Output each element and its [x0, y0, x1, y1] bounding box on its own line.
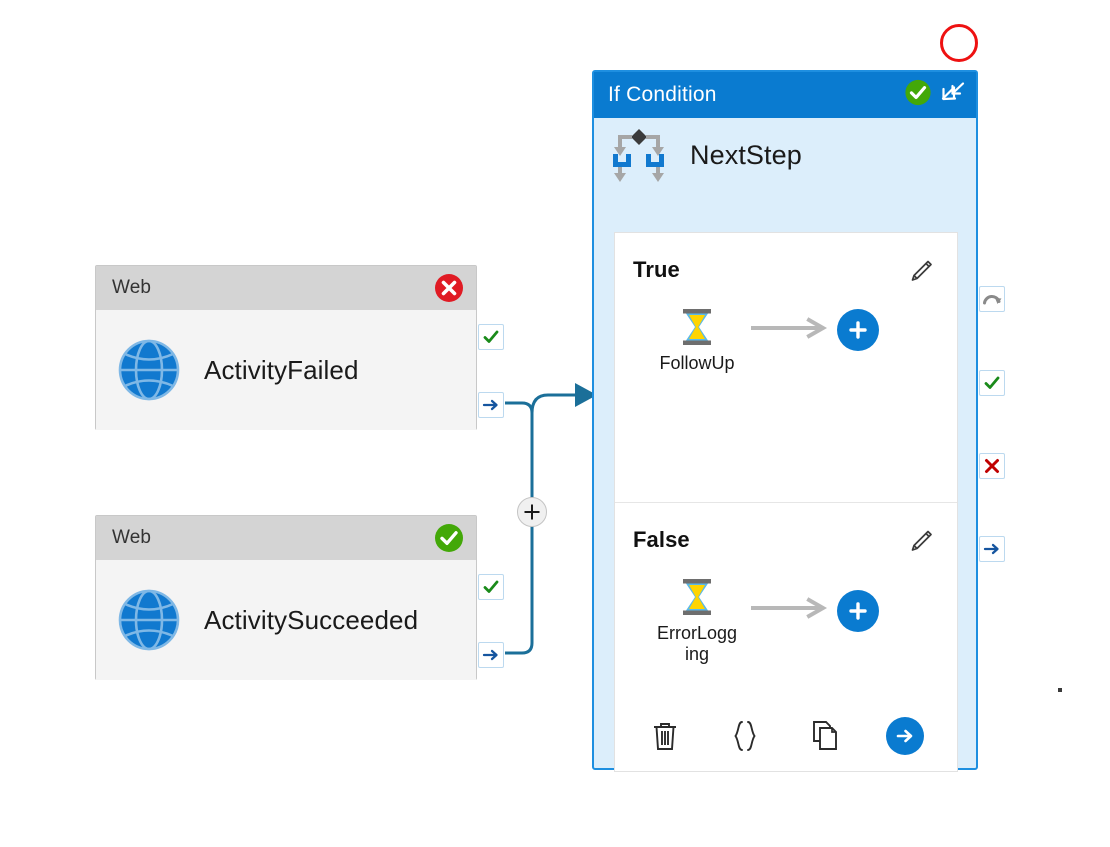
handle-success[interactable]: [478, 324, 504, 350]
activity-name-label: ActivityFailed: [204, 354, 359, 385]
if-condition-title: If Condition: [608, 83, 717, 106]
if-condition-header-actions: [904, 78, 968, 113]
branch-container: True: [614, 232, 958, 772]
red-x-icon: [985, 459, 999, 473]
activity-type-label: Web: [112, 527, 152, 548]
activity-header: Web: [96, 516, 476, 560]
pencil-edit-icon[interactable]: [907, 257, 935, 285]
activity-header: Web: [96, 266, 476, 310]
if-condition-toolbar: [594, 704, 976, 768]
arrow-right-circle-icon: [896, 729, 913, 743]
branch-flow-false: ErrorLogging: [615, 575, 957, 664]
step-followup[interactable]: FollowUp: [649, 305, 745, 374]
handle-completion[interactable]: [478, 642, 504, 668]
trash-icon: [654, 723, 676, 750]
copy-pages-icon: [813, 721, 837, 750]
step-errorlogging[interactable]: ErrorLogging: [649, 575, 745, 664]
success-check-circle-icon: [434, 523, 464, 553]
duplicate-button[interactable]: [806, 717, 844, 755]
branch-false: False: [615, 502, 957, 771]
if-condition-header: If Condition: [594, 72, 976, 118]
add-step-button-false[interactable]: [837, 589, 879, 632]
activity-name-label: ActivitySucceeded: [204, 604, 419, 635]
step-label-errorlogging: ErrorLogging: [656, 623, 738, 664]
collapse-diagonal-arrows-icon[interactable]: [938, 78, 968, 113]
arrow-right-icon: [751, 317, 831, 344]
skipped-rotate-arrow-icon: [983, 295, 1002, 305]
run-next-button[interactable]: [886, 717, 924, 755]
hourglass-icon: [675, 575, 719, 619]
blue-arrow-icon: [983, 543, 999, 555]
handle-skipped[interactable]: [979, 286, 1005, 312]
green-check-icon: [984, 376, 1000, 389]
plus-icon: [849, 601, 867, 620]
activity-type-label: Web: [112, 277, 152, 298]
add-connector-node[interactable]: [517, 497, 547, 527]
delete-button[interactable]: [646, 717, 684, 755]
code-view-button[interactable]: [726, 717, 764, 755]
step-label-followup: FollowUp: [659, 353, 735, 373]
branch-decision-icon: [610, 127, 668, 183]
blue-arrow-icon: [482, 399, 498, 411]
globe-icon: [118, 589, 180, 651]
hourglass-icon: [675, 305, 719, 349]
error-x-circle-icon: [434, 273, 464, 303]
plus-icon: [524, 504, 540, 520]
branch-true: True: [615, 233, 957, 502]
add-step-button-true[interactable]: [837, 309, 879, 352]
activity-body: ActivitySucceeded: [96, 560, 476, 680]
activity-card-activityfailed[interactable]: Web: [95, 265, 504, 430]
green-check-icon: [483, 330, 499, 343]
red-circle-marker: [940, 24, 978, 62]
handle-completion[interactable]: [979, 536, 1005, 562]
blue-arrow-icon: [482, 649, 498, 661]
pencil-edit-icon[interactable]: [907, 527, 935, 555]
arrow-right-icon: [751, 597, 831, 624]
if-condition-step-name: NextStep: [690, 139, 802, 170]
activity-card-activitysucceeded[interactable]: Web: [95, 515, 504, 680]
canvas-dot-artifact: [1058, 688, 1062, 692]
curly-braces-icon: [734, 721, 756, 751]
activity-body: ActivityFailed: [96, 310, 476, 430]
green-check-icon: [483, 580, 499, 593]
branch-title-false: False: [633, 527, 690, 552]
globe-icon: [118, 339, 180, 401]
success-check-circle-icon: [904, 79, 932, 112]
branch-title-true: True: [633, 257, 680, 282]
if-condition-subheader: NextStep: [594, 118, 976, 192]
branch-flow-true: FollowUp: [615, 305, 957, 374]
handle-completion[interactable]: [478, 392, 504, 418]
handle-success[interactable]: [478, 574, 504, 600]
if-condition-panel[interactable]: If Condition: [592, 70, 978, 772]
handle-success[interactable]: [979, 370, 1005, 396]
handle-failure[interactable]: [979, 453, 1005, 479]
plus-icon: [849, 321, 867, 340]
